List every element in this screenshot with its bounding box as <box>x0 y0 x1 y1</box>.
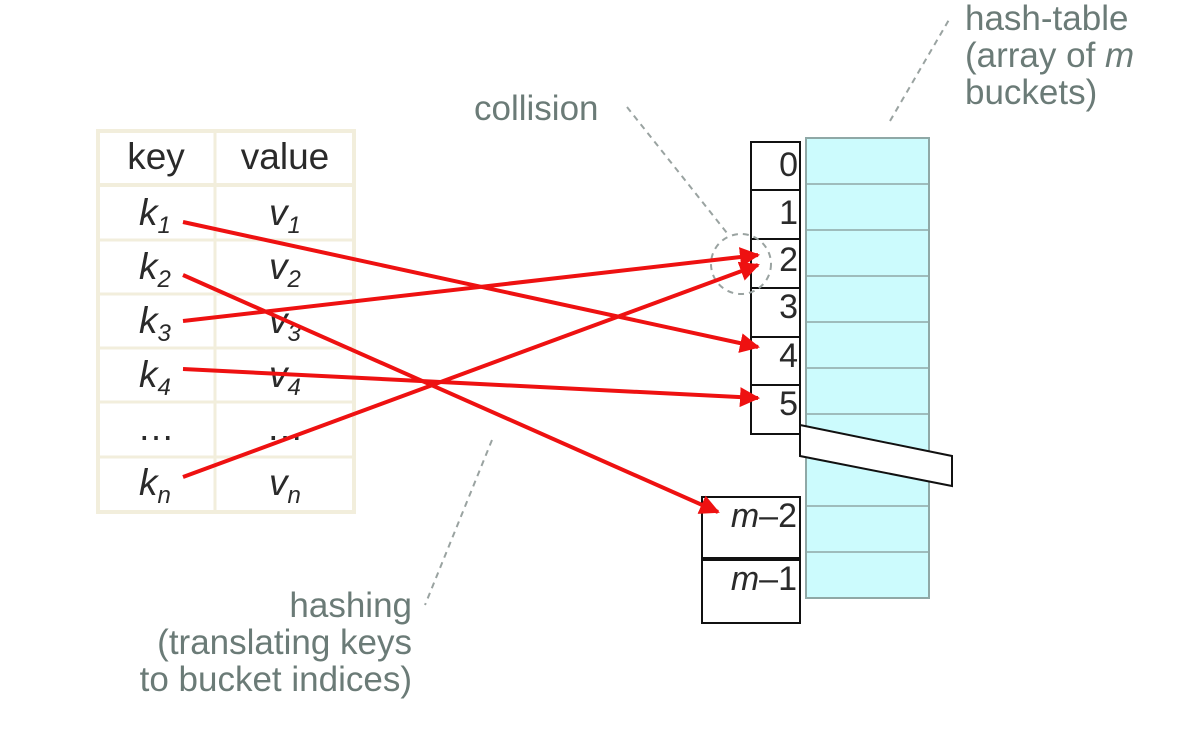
table-cell-key: kn <box>139 462 171 509</box>
hash-table-label-line3: buckets) <box>965 73 1097 112</box>
table-cell-ellipsis: … <box>138 407 175 448</box>
collision-circle <box>710 233 772 295</box>
key-value-table: key value k1 v1 k2 v2 k3 v3 k4 v4 … … kn… <box>96 129 356 514</box>
table-cell-value: v2 <box>269 246 301 293</box>
bucket-index: 5 <box>779 385 798 423</box>
arrow-k2-to-bucket-m-minus-2 <box>182 273 720 514</box>
table-cell-key: k4 <box>139 354 171 401</box>
table-cell-value: vn <box>269 462 301 509</box>
hashing-leader-line <box>424 439 493 606</box>
hashing-label-line1: hashing <box>289 586 412 625</box>
hashing-annotation: hashing (translating keys to bucket indi… <box>140 586 412 699</box>
hash-table-leader-line <box>889 17 951 122</box>
hash-arrows <box>182 220 760 514</box>
table-header-key: key <box>127 136 185 177</box>
collision-leader-line <box>626 106 728 234</box>
table-cell-ellipsis: … <box>267 407 304 448</box>
collision-label: collision <box>474 89 599 128</box>
table-border <box>96 129 356 514</box>
table-cell-value: v4 <box>269 354 301 401</box>
bucket-index: 0 <box>779 146 798 184</box>
bucket-index: 1 <box>779 194 798 232</box>
table-cell-key: k2 <box>139 246 171 293</box>
index-box-m-minus-2 <box>701 496 801 559</box>
hash-table-label-line1: hash-table <box>965 0 1128 38</box>
arrow-k1-to-bucket-4 <box>182 220 760 353</box>
bucket-index: 2 <box>779 241 798 279</box>
table-cell-value: v1 <box>269 192 301 239</box>
bucket-index: 3 <box>779 288 798 326</box>
bucket-index: m–1 <box>731 560 797 598</box>
hashing-label-line2: (translating keys <box>157 623 412 662</box>
array-break-mark <box>799 423 953 488</box>
table-header-value: value <box>241 136 329 177</box>
hash-table-label-line2: (array of m <box>965 36 1134 75</box>
bucket-index: m–2 <box>731 497 797 535</box>
hashing-label-line3: to bucket indices) <box>140 660 412 699</box>
arrow-kn-to-bucket-2 <box>182 261 760 479</box>
hash-table-annotation: hash-table (array of m buckets) <box>965 0 1134 112</box>
table-cell-key: k3 <box>139 300 172 347</box>
bucket-array <box>799 137 953 599</box>
index-box-m-minus-1 <box>701 559 801 624</box>
table-cell-key: k1 <box>139 192 171 239</box>
bucket-index: 4 <box>779 337 798 375</box>
arrow-k4-to-bucket-5 <box>182 367 760 408</box>
bucket-index-column: 0 1 2 3 4 5 m–2 m–1 <box>701 141 801 624</box>
arrow-k3-to-bucket-2 <box>182 247 760 323</box>
